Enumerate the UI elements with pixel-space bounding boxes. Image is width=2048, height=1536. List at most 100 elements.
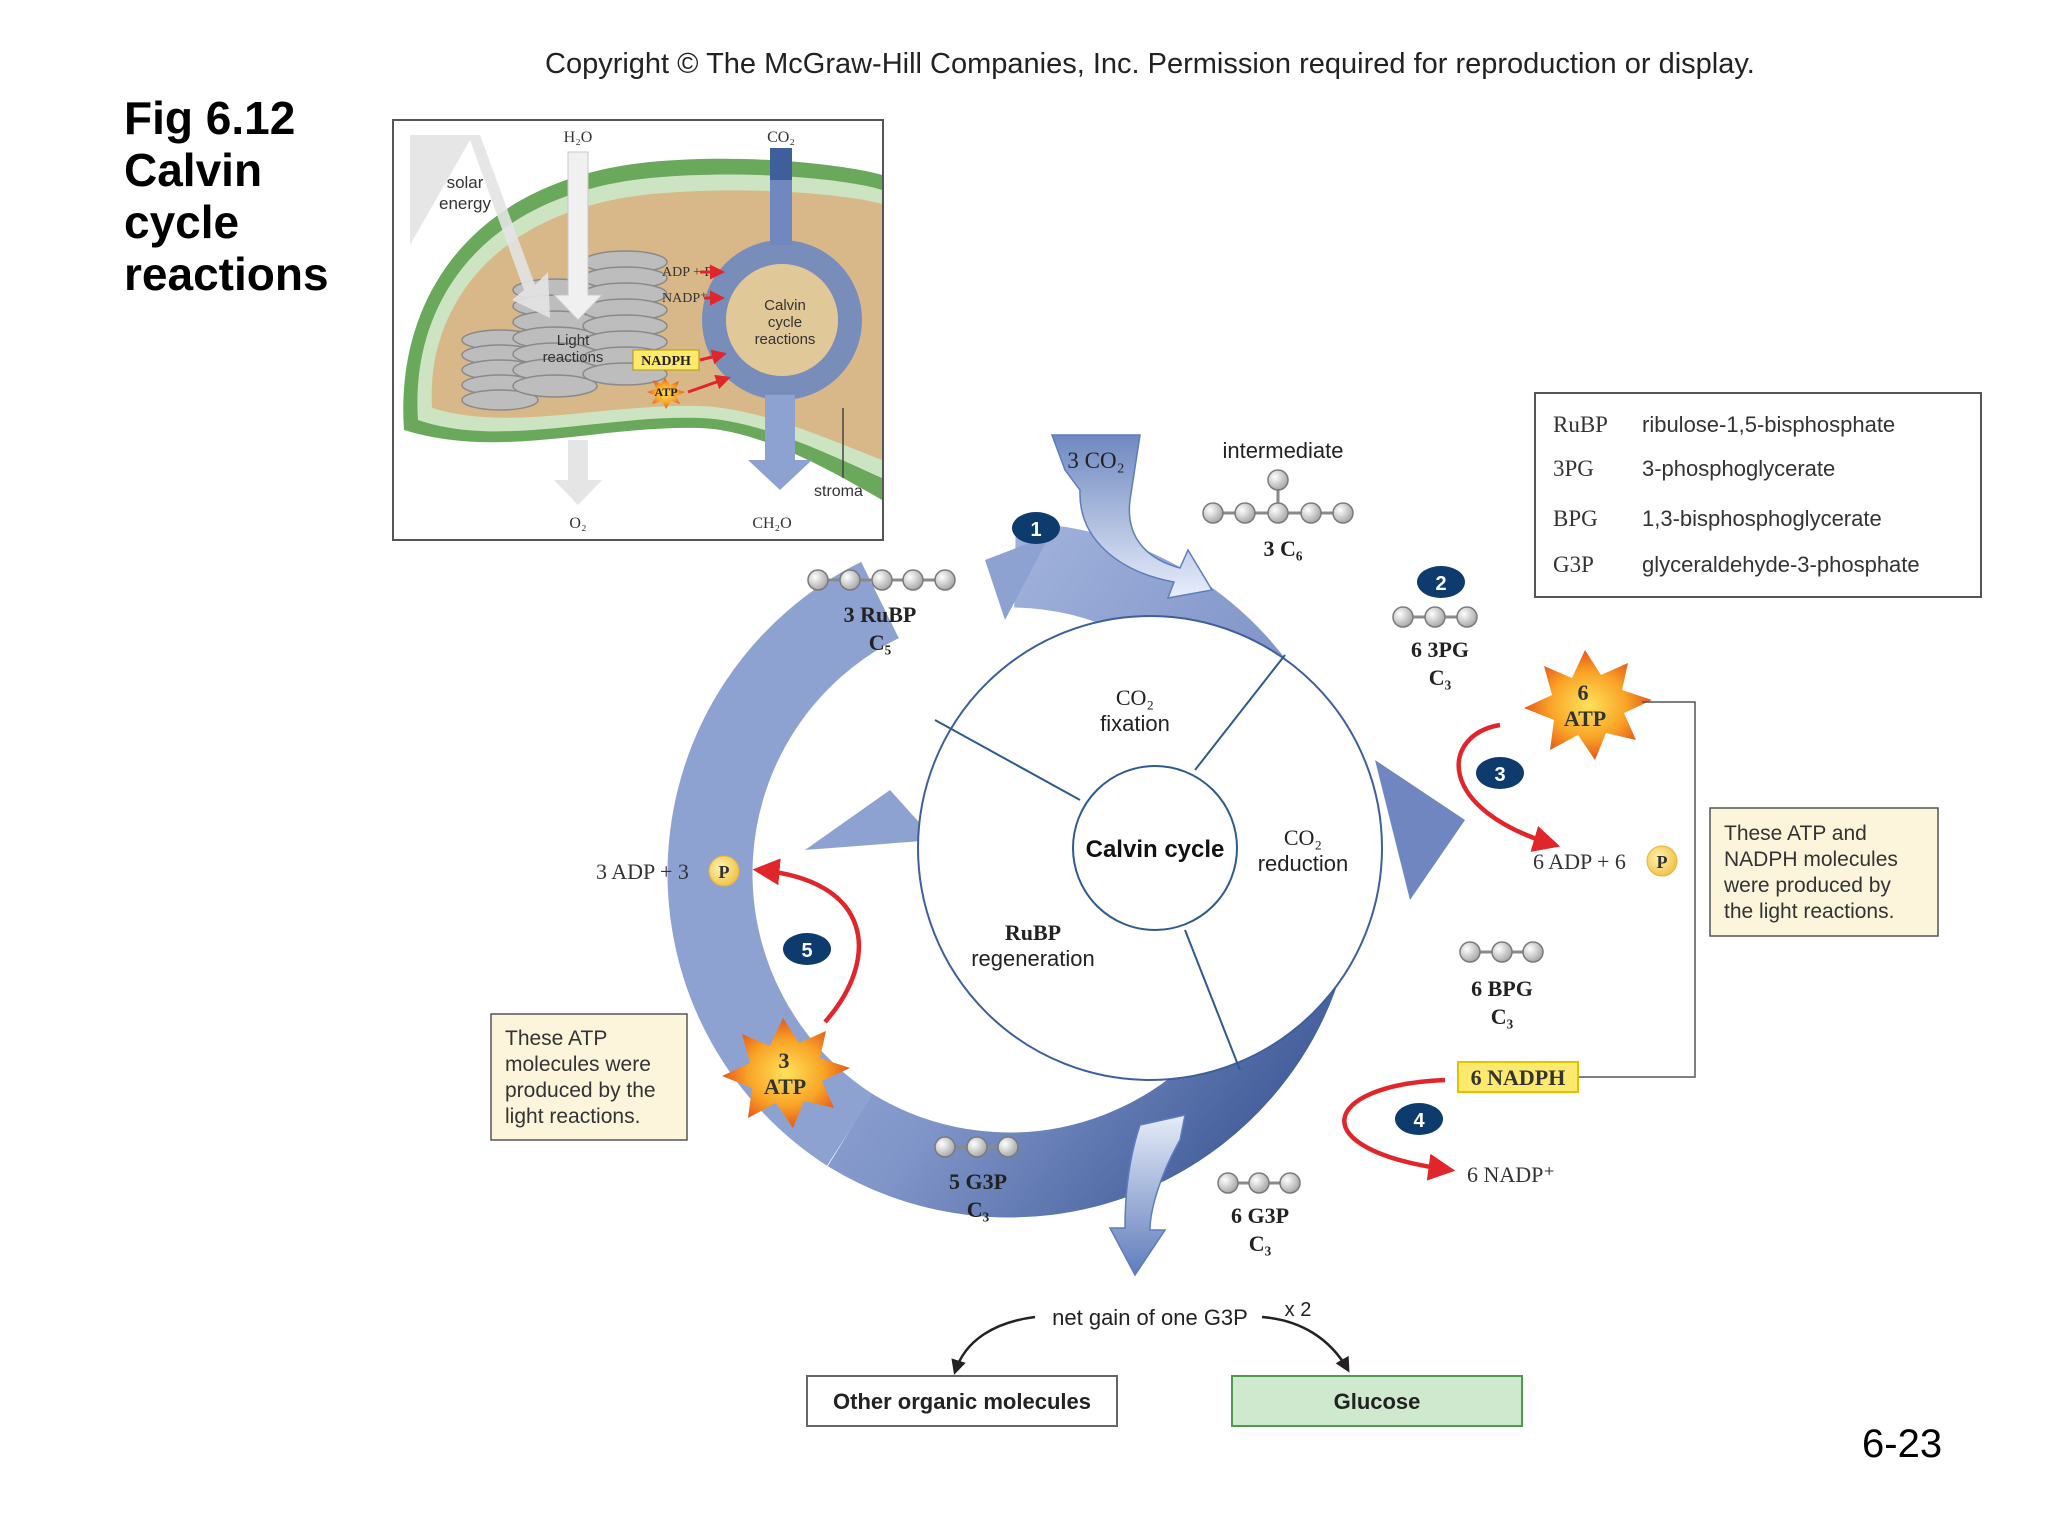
- glucose-label: Glucose: [1334, 1389, 1421, 1414]
- inset-atp-label: ATP: [654, 385, 677, 399]
- bracket-line: [1578, 701, 1696, 1078]
- mini-calvin-center: [726, 264, 838, 376]
- c6-label: 3 C₆: [1264, 536, 1303, 561]
- oxygen-arrow: [554, 440, 602, 505]
- carbon-atoms: [807, 469, 1544, 1194]
- note-right: These ATP and NADPH molecules were produ…: [1709, 807, 1939, 937]
- g3p-output-arrow: [1108, 1114, 1186, 1277]
- ring-arrowhead: [1375, 760, 1465, 900]
- phosphate-label: P: [719, 862, 730, 882]
- step-badge: [783, 933, 831, 965]
- adp6-label: 6 ADP + 6: [1533, 849, 1626, 874]
- solar-label: solar: [447, 173, 484, 192]
- rubp-label: 3 RuBP: [844, 602, 917, 627]
- mini-calvin-label: reactions: [755, 331, 816, 348]
- phosphate-icon: [708, 855, 740, 887]
- 3pg-carbon-label: C₃: [1429, 665, 1452, 690]
- step-number: 1: [1030, 519, 1041, 541]
- slide-number: 6-23: [1862, 1422, 1943, 1466]
- fixation-label: CO₂: [1116, 685, 1154, 710]
- bpg-carbon-label: C₃: [1491, 1004, 1514, 1029]
- 3pg-label: 6 3PG: [1411, 637, 1469, 662]
- glucose-arrow: [1261, 1315, 1350, 1373]
- legend-full: 3-phosphoglycerate: [1642, 456, 1835, 481]
- other-molecules-label: Other organic molecules: [833, 1389, 1091, 1414]
- step-number: 2: [1435, 573, 1446, 595]
- note-right-line: These ATP and: [1724, 822, 1867, 845]
- copyright-notice: Copyright © The McGraw-Hill Companies, I…: [545, 48, 1755, 80]
- legend-full: glyceraldehyde-3-phosphate: [1642, 552, 1920, 577]
- solar-label: energy: [439, 194, 491, 213]
- title-line: reactions: [124, 248, 329, 300]
- ch2o-label: CH₂O: [752, 515, 791, 532]
- note-left-line: produced by the: [505, 1079, 656, 1102]
- g3p5-label: 5 G3P: [949, 1169, 1007, 1194]
- atp6-burst: [1524, 650, 1652, 760]
- note-left-box: [490, 1013, 688, 1141]
- atp3-burst: [722, 1018, 850, 1128]
- figure-title: Fig 6.12 Calvin cycle reactions: [124, 92, 329, 300]
- legend-box: [1534, 392, 1982, 598]
- inset-nadph-box: [632, 349, 700, 371]
- rubp-carbon-label: C₅: [869, 630, 892, 655]
- step-badge: [1417, 566, 1465, 598]
- phosphate-label: P: [1657, 852, 1668, 872]
- reduction-label: reduction: [1258, 851, 1349, 876]
- legend-full: ribulose-1,5-bisphosphate: [1642, 412, 1895, 437]
- mini-calvin-label: Calvin: [764, 297, 806, 314]
- inset-red-arrow: [699, 349, 727, 365]
- ring-arrowhead: [805, 790, 935, 850]
- step-number: 3: [1494, 764, 1505, 786]
- note-right-box: [1709, 807, 1939, 937]
- inset-adp-label: ADP + P: [662, 265, 712, 280]
- step-number: 4: [1413, 1110, 1425, 1132]
- cycle-divider: [1184, 929, 1241, 1071]
- atp6-label: ATP: [1564, 706, 1606, 731]
- step-badge: [1476, 757, 1524, 789]
- step-badges: 1 2 3 4 5: [783, 512, 1524, 1135]
- note-left-line: light reactions.: [505, 1105, 640, 1128]
- note-left-line: These ATP: [505, 1027, 607, 1050]
- legend-abbr: RuBP: [1553, 412, 1608, 437]
- atp3-label: ATP: [764, 1074, 806, 1099]
- abbreviation-legend: RuBP ribulose-1,5-bisphosphate 3PG 3-pho…: [1534, 392, 1982, 598]
- regeneration-label: RuBP: [1005, 920, 1061, 945]
- intermediate-label: intermediate: [1222, 438, 1343, 463]
- times-two-label: x 2: [1285, 1299, 1312, 1321]
- atp3-number: 3: [779, 1048, 790, 1073]
- cycle-divider: [934, 719, 1081, 801]
- legend-abbr: G3P: [1553, 552, 1594, 577]
- g3p5-carbon-label: C₃: [967, 1197, 990, 1222]
- nadph-red-arrow: [1342, 1077, 1456, 1181]
- chloroplast-inset: solar energy H₂O O₂ CO₂ Calvin cycle rea…: [392, 119, 884, 541]
- title-line: Fig 6.12: [124, 92, 296, 144]
- phosphate-icon: [1646, 845, 1678, 877]
- nadph-box: [1457, 1061, 1579, 1093]
- bpg-label: 6 BPG: [1471, 976, 1533, 1001]
- o2-label: O₂: [569, 515, 586, 532]
- inset-nadp-label: NADP⁺: [662, 291, 708, 306]
- g3p6-label: 6 G3P: [1231, 1203, 1289, 1228]
- cycle-center-label: Calvin cycle: [1086, 836, 1225, 863]
- mini-calvin-label: cycle: [768, 314, 802, 331]
- co2-inset-arrow: [770, 148, 792, 184]
- note-left-line: molecules were: [505, 1053, 651, 1076]
- step-number: 5: [801, 940, 812, 962]
- net-gain-label: net gain of one G3P: [1052, 1305, 1248, 1330]
- h2o-label: H₂O: [564, 129, 593, 146]
- note-right-line: the light reactions.: [1724, 900, 1894, 923]
- water-arrow: [552, 151, 604, 321]
- other-molecules-arrow: [951, 1315, 1036, 1375]
- atp3-red-arrow: [752, 858, 862, 1024]
- other-molecules-box: [806, 1375, 1118, 1427]
- stroma-label: stroma: [814, 483, 863, 500]
- ch2o-arrow: [748, 395, 812, 490]
- legend-full: 1,3-bisphosphoglycerate: [1642, 506, 1882, 531]
- co2-inset-label: CO₂: [767, 129, 795, 146]
- inset-atp-burst: [647, 378, 685, 409]
- light-reactions-label: Light: [557, 332, 590, 349]
- note-left: These ATP molecules were produced by the…: [490, 1013, 688, 1141]
- g3p6-carbon-label: C₃: [1249, 1231, 1272, 1256]
- step-badge: [1012, 512, 1060, 544]
